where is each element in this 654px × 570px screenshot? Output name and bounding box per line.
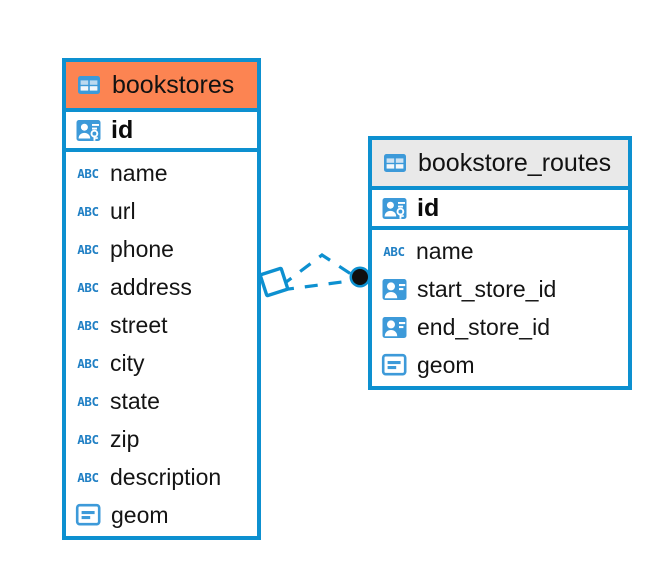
svg-text:ABC: ABC: [77, 432, 98, 447]
field-name-label: state: [110, 387, 160, 414]
field-row-geom[interactable]: geom: [66, 496, 257, 534]
field-row-description[interactable]: ABC description: [66, 458, 257, 496]
svg-text:ABC: ABC: [77, 166, 98, 181]
text-type-icon: ABC: [77, 242, 99, 257]
field-row-start-store-id[interactable]: start_store_id: [372, 270, 628, 308]
field-row-city[interactable]: ABC city: [66, 344, 257, 382]
field-name-label: id: [111, 115, 134, 144]
field-name-label: end_store_id: [417, 313, 550, 340]
foreign-key-icon: [382, 316, 407, 338]
text-type-icon: ABC: [77, 280, 99, 295]
field-row-url[interactable]: ABC url: [66, 192, 257, 230]
svg-text:ABC: ABC: [77, 204, 98, 219]
text-type-icon: ABC: [77, 318, 99, 333]
field-list-bookstores: ABC name ABC url ABC phone ABC ad: [66, 152, 257, 536]
geometry-type-icon: [381, 353, 407, 376]
relationship-line-start-store[interactable]: [280, 253, 358, 288]
field-row-bookstores-id[interactable]: id: [66, 108, 257, 152]
relationship-line-end-store[interactable]: [280, 278, 358, 292]
svg-text:ABC: ABC: [77, 318, 98, 333]
field-name-label: name: [416, 237, 474, 264]
field-name-label: url: [110, 197, 136, 224]
entity-header-bookstores[interactable]: bookstores: [66, 62, 257, 108]
field-list-bookstore-routes: ABC name start_store_id: [372, 230, 628, 386]
field-name-label: id: [417, 193, 440, 222]
field-row-routes-geom[interactable]: geom: [372, 346, 628, 384]
entity-name-label: bookstore_routes: [418, 148, 612, 177]
field-name-label: geom: [111, 501, 169, 528]
text-type-icon: ABC: [77, 166, 99, 181]
field-row-phone[interactable]: ABC phone: [66, 230, 257, 268]
svg-text:ABC: ABC: [77, 470, 98, 485]
svg-text:ABC: ABC: [77, 394, 98, 409]
svg-text:ABC: ABC: [383, 244, 404, 259]
svg-text:ABC: ABC: [77, 242, 98, 257]
text-type-icon: ABC: [77, 204, 99, 219]
svg-text:ABC: ABC: [77, 356, 98, 371]
foreign-key-icon: [382, 278, 407, 300]
geometry-type-icon: [75, 503, 101, 526]
field-name-label: phone: [110, 235, 174, 262]
field-name-label: start_store_id: [417, 275, 557, 302]
field-row-street[interactable]: ABC street: [66, 306, 257, 344]
svg-text:ABC: ABC: [77, 280, 98, 295]
field-name-label: zip: [110, 425, 140, 452]
entity-bookstores[interactable]: bookstores id ABC name: [62, 58, 261, 540]
field-name-label: geom: [417, 351, 475, 378]
entity-header-bookstore-routes[interactable]: bookstore_routes: [372, 140, 628, 186]
text-type-icon: ABC: [77, 432, 99, 447]
entity-name-label: bookstores: [112, 70, 235, 99]
field-row-end-store-id[interactable]: end_store_id: [372, 308, 628, 346]
entity-bookstore-routes[interactable]: bookstore_routes id ABC name: [368, 136, 632, 390]
text-type-icon: ABC: [383, 244, 405, 259]
text-type-icon: ABC: [77, 356, 99, 371]
primary-key-icon: [382, 197, 407, 219]
field-row-state[interactable]: ABC state: [66, 382, 257, 420]
field-row-routes-name[interactable]: ABC name: [372, 232, 628, 270]
field-row-address[interactable]: ABC address: [66, 268, 257, 306]
table-icon: [384, 154, 406, 172]
field-name-label: description: [110, 463, 222, 490]
text-type-icon: ABC: [77, 470, 99, 485]
primary-key-icon: [76, 119, 101, 141]
field-name-label: street: [110, 311, 168, 338]
field-row-name[interactable]: ABC name: [66, 154, 257, 192]
field-name-label: city: [110, 349, 145, 376]
relationship-endpoint-diamond[interactable]: [258, 266, 290, 298]
field-row-routes-id[interactable]: id: [372, 186, 628, 230]
text-type-icon: ABC: [77, 394, 99, 409]
field-row-zip[interactable]: ABC zip: [66, 420, 257, 458]
field-name-label: name: [110, 159, 168, 186]
field-name-label: address: [110, 273, 192, 300]
table-icon: [78, 76, 100, 94]
